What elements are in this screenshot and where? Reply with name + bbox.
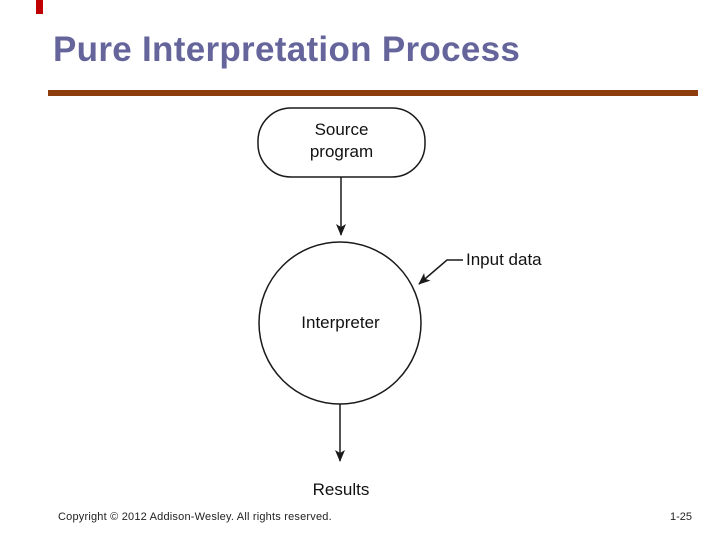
results-label: Results <box>312 480 370 499</box>
copyright-notice: Copyright © 2012 Addison-Wesley. All rig… <box>58 511 332 523</box>
arrow-input-data-to-interpreter <box>418 259 463 285</box>
page-number: 1-25 <box>669 511 692 523</box>
interpreter-node-label: Interpreter <box>301 313 380 332</box>
input-data-label: Input data <box>466 250 542 269</box>
page-title: Pure Interpretation Process <box>53 30 521 69</box>
title-underline-rule <box>48 90 698 96</box>
slide-accent-mark <box>36 0 43 14</box>
source-label-line1: Source <box>314 120 369 139</box>
source-program-node-label: Source program <box>258 119 425 163</box>
source-label-line2: program <box>309 142 374 161</box>
